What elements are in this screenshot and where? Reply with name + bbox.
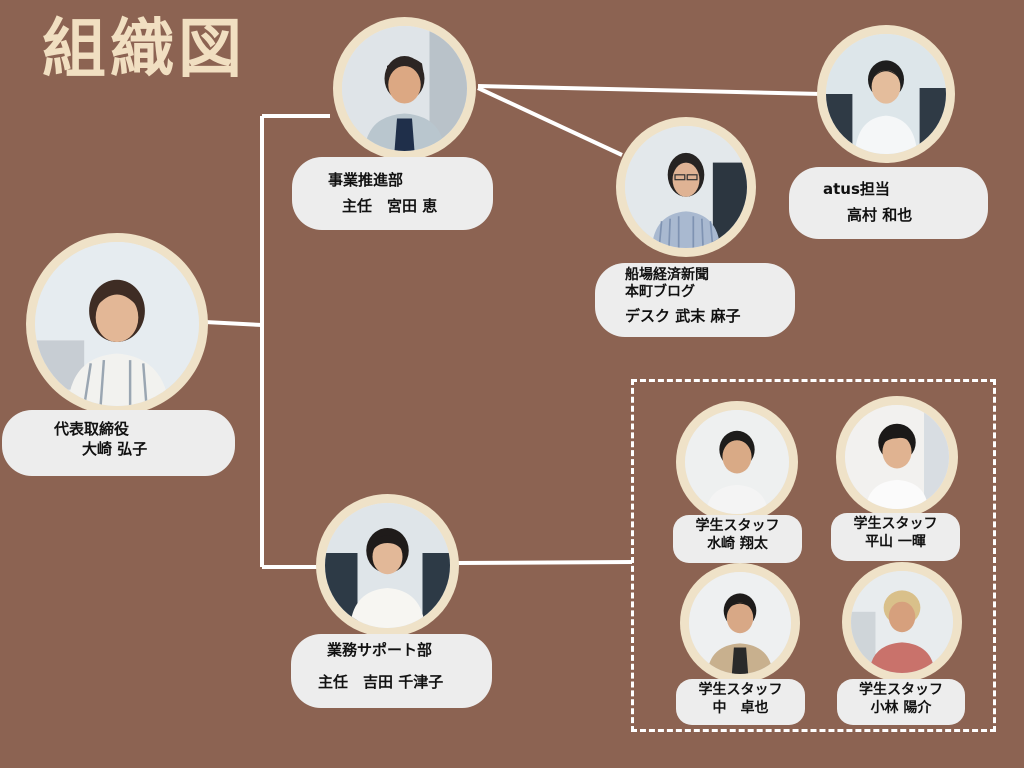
staff3-role: 学生スタッフ: [698, 682, 783, 698]
atus-name: 高村 和也: [847, 206, 913, 225]
business-label: 事業推進部 主任 宮田 恵: [292, 157, 493, 230]
support-label: 業務サポート部 主任 吉田 千津子: [291, 634, 492, 708]
news-name: デスク 武末 麻子: [625, 306, 741, 325]
person-icon: [325, 503, 450, 628]
page-title: 組織図: [42, 13, 246, 87]
person-icon: [342, 26, 467, 151]
person-icon: [826, 34, 946, 154]
person-icon: [685, 410, 789, 514]
person-icon: [845, 405, 949, 509]
connector-news: [477, 86, 623, 157]
business-role: 事業推進部: [328, 171, 404, 189]
connector-ceo: [204, 320, 263, 327]
staff2-label: 学生スタッフ 平山 一暉: [831, 513, 960, 561]
staff1-label: 学生スタッフ 水崎 翔太: [673, 515, 802, 563]
staff2-photo: [836, 396, 958, 518]
person-icon: [851, 571, 953, 673]
connector-staff: [456, 560, 633, 565]
person-icon: [625, 126, 747, 248]
staff4-photo: [842, 562, 962, 682]
staff1-name: 水崎 翔太: [707, 535, 768, 552]
business-name: 主任 宮田 恵: [342, 197, 438, 216]
ceo-name: 大崎 弘子: [82, 440, 148, 459]
connector-atus: [477, 84, 823, 96]
ceo-label: 代表取締役 大崎 弘子: [2, 410, 235, 476]
ceo-photo: [26, 233, 208, 415]
atus-role: atus担当: [823, 180, 890, 198]
staff3-photo: [680, 563, 800, 683]
person-icon: [35, 242, 199, 406]
news-label: 船場経済新聞 本町ブログ デスク 武末 麻子: [595, 263, 795, 337]
support-head-photo: [316, 494, 459, 637]
staff1-photo: [676, 401, 798, 523]
support-name: 主任 吉田 千津子: [318, 673, 444, 692]
staff4-label: 学生スタッフ 小林 陽介: [837, 679, 965, 725]
atus-label: atus担当 高村 和也: [789, 167, 988, 239]
staff3-name: 中 卓也: [712, 699, 769, 716]
staff3-label: 学生スタッフ 中 卓也: [676, 679, 805, 725]
student-staff-group: [631, 379, 996, 732]
person-icon: [689, 572, 791, 674]
support-role: 業務サポート部: [327, 641, 433, 659]
atus-staff-photo: [817, 25, 955, 163]
ceo-role: 代表取締役: [54, 420, 130, 438]
business-head-photo: [333, 17, 476, 160]
news-role-line1: 船場経済新聞: [625, 267, 709, 283]
staff4-name: 小林 陽介: [870, 699, 932, 716]
staff2-role: 学生スタッフ: [853, 516, 938, 532]
news-role-line2: 本町ブログ: [625, 283, 695, 300]
staff2-name: 平山 一暉: [865, 533, 926, 550]
news-desk-photo: [616, 117, 756, 257]
staff1-role: 学生スタッフ: [695, 518, 780, 534]
staff4-role: 学生スタッフ: [859, 682, 943, 698]
